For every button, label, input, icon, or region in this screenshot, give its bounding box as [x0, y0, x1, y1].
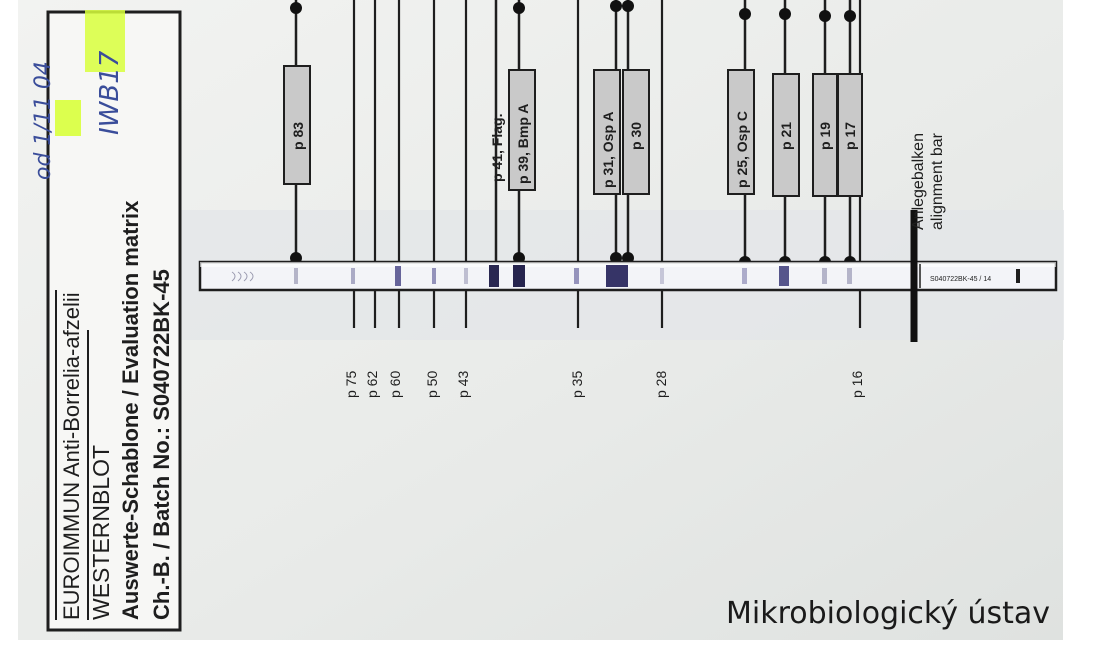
antigen-label-p31: p 31, Osp A	[600, 111, 616, 188]
antigen-label-p21: p 21	[778, 122, 794, 150]
antigen-label-p60: p 60	[387, 371, 403, 398]
strip-batch-label: S040722BK-45 / 14	[930, 276, 991, 283]
antigen-label-p62: p 62	[364, 371, 380, 398]
antigen-label-p16: p 16	[849, 371, 865, 398]
antigen-label-p28: p 28	[653, 371, 669, 398]
header-line-4: Ch.-B. / Batch No.: S040722BK-45	[149, 269, 174, 620]
institute-caption: Mikrobiologický ústav	[726, 596, 1050, 631]
highlighter-mark	[55, 100, 81, 136]
antigen-label-p19: p 19	[817, 122, 833, 150]
header-line-2: WESTERNBLOT	[88, 445, 114, 620]
antigen-label-p35: p 35	[569, 371, 585, 398]
antigen-label-p75: p 75	[343, 371, 359, 398]
handwritten-code: IWB17	[95, 50, 125, 135]
antigen-label-p25: p 25, Osp C	[734, 111, 750, 188]
antigen-label-p17: p 17	[842, 122, 858, 150]
handwritten-date: od 1/11 04	[31, 61, 56, 180]
antigen-label-p83: p 83	[290, 122, 306, 150]
header-line-3: Auswerte-Schablone / Evaluation matrix	[118, 200, 143, 620]
antigen-label-p41: p 41, Flag.	[489, 114, 505, 182]
strip-end-mark	[1016, 269, 1020, 283]
alignment-bar-label-en: alignment bar	[929, 132, 946, 230]
header-line-1: EUROIMMUN Anti-Borrelia-afzelii	[59, 292, 84, 620]
photo-edge	[1064, 0, 1097, 653]
antigen-label-p43: p 43	[455, 371, 471, 398]
antigen-label-p30: p 30	[628, 122, 644, 150]
antigen-label-p50: p 50	[424, 371, 440, 398]
alignment-bar-label-de: Anlegebalken	[910, 133, 927, 230]
antigen-label-p39: p 39, Bmp A	[515, 104, 531, 184]
